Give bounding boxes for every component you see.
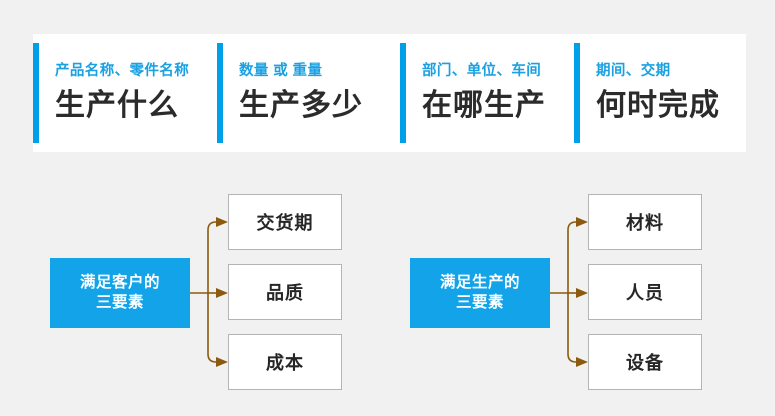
leaf-box-quality: 品质 [228,264,342,320]
key-questions-banner: 产品名称、零件名称 生产什么 数量 或 重量 生产多少 部门、单位、车间 在哪生… [33,34,746,152]
banner-cell-how-much-to-produce: 数量 或 重量 生产多少 [217,34,400,152]
banner-cell-where-to-produce: 部门、单位、车间 在哪生产 [400,34,574,152]
leaf-box-equipment: 设备 [588,334,702,390]
banner-subtitle: 产品名称、零件名称 [55,63,190,80]
accent-bar-icon [33,43,39,143]
leaf-box-material: 材料 [588,194,702,250]
banner-title: 生产多少 [239,89,363,123]
leaf-box-delivery: 交货期 [228,194,342,250]
banner-title: 在哪生产 [422,89,546,123]
accent-bar-icon [574,43,580,143]
hub-box-production: 满足生产的 三要素 [410,258,550,328]
banner-subtitle: 部门、单位、车间 [422,63,542,80]
hub-box-customer: 满足客户的 三要素 [50,258,190,328]
leaf-box-personnel: 人员 [588,264,702,320]
banner-title: 生产什么 [55,89,179,123]
accent-bar-icon [400,43,406,143]
hub-label-line1: 满足客户的 [79,273,160,291]
diagram-group-production: 满足生产的 三要素 材料 人员 设备 [402,176,767,406]
hub-label-line2: 三要素 [455,294,504,311]
banner-subtitle: 期间、交期 [596,63,671,80]
three-elements-diagram: 满足客户的 三要素 交货期 品质 成本 满足生产的 [0,176,775,406]
banner-cell-what-to-produce: 产品名称、零件名称 生产什么 [33,34,217,152]
leaf-box-cost: 成本 [228,334,342,390]
banner-subtitle: 数量 或 重量 [239,63,323,80]
diagram-group-customer: 满足客户的 三要素 交货期 品质 成本 [42,176,407,406]
banner-cell-when-to-finish: 期间、交期 何时完成 [574,34,746,152]
banner-title: 何时完成 [596,89,720,123]
hub-label-line1: 满足生产的 [439,273,520,291]
accent-bar-icon [217,43,223,143]
hub-label-line2: 三要素 [95,294,144,311]
